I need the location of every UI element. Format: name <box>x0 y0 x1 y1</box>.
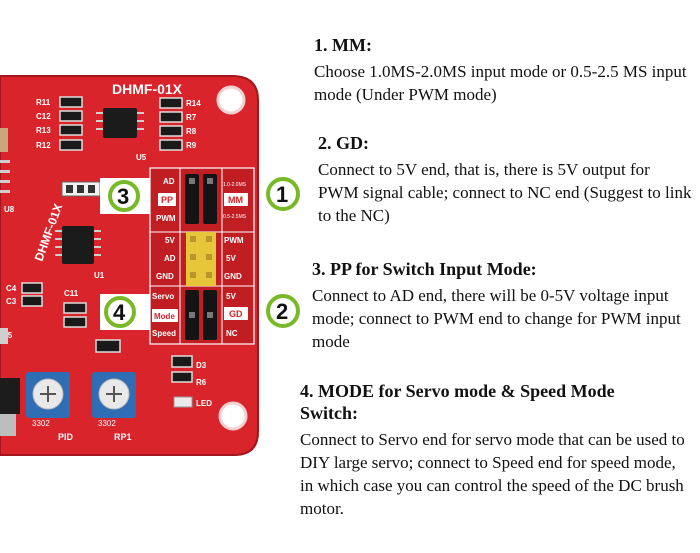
label-led: LED <box>196 399 212 408</box>
label-u1: U1 <box>94 271 105 280</box>
label-r12: R12 <box>36 141 51 150</box>
callout-3-number: 3 <box>117 184 129 209</box>
label-c3: C3 <box>6 297 17 306</box>
trim-code-pid: 3302 <box>32 419 50 428</box>
jumper-pp <box>185 174 199 224</box>
label-r11: R11 <box>36 98 51 107</box>
chip-u1 <box>62 226 94 264</box>
section-mm: 1. MM: Choose 1.0MS-2.0MS input mode or … <box>314 34 694 106</box>
silk-mm: MM <box>228 195 243 205</box>
silk-right-5v: 5V <box>226 254 236 263</box>
silk-ad-top: AD <box>163 177 175 186</box>
label-d3: D3 <box>196 361 207 370</box>
silk-servo: Servo <box>152 292 174 301</box>
label-r9: R9 <box>186 141 197 150</box>
silk-pwm-top: PWM <box>156 214 176 223</box>
label-c11: C11 <box>64 289 79 298</box>
callout-3-badge <box>108 180 140 212</box>
section-gd: 2. GD: Connect to 5V end, that is, there… <box>318 132 694 227</box>
resistor-group-left: R11 C12 R13 R12 <box>36 98 51 150</box>
silk-speed: Speed <box>152 329 176 338</box>
section-mode-body: Connect to Servo end for servo mode that… <box>300 430 685 518</box>
section-mode-heading: 4. MODE for Servo mode & Speed Mode Swit… <box>300 381 615 423</box>
callout-4-number: 4 <box>113 300 126 325</box>
label-r7: R7 <box>186 113 197 122</box>
section-pp-body: Connect to AD end, there will be 0-5V vo… <box>312 286 681 351</box>
label-c4: C4 <box>6 284 17 293</box>
silk-left-gnd: GND <box>156 272 174 281</box>
callout-2-badge <box>266 294 300 328</box>
silk-right-pwm: PWM <box>224 236 244 245</box>
label-u5: U5 <box>136 153 147 162</box>
mounting-hole-top <box>216 85 246 115</box>
silk-right-gnd: GND <box>224 272 242 281</box>
silk-gd: GD <box>229 309 243 319</box>
silk-mode: Mode <box>154 312 175 321</box>
chip-u5 <box>103 108 137 138</box>
silk-pp: PP <box>161 195 173 205</box>
silk-ms-top: 1.0-2.0MS <box>223 182 247 188</box>
section-gd-heading: 2. GD: <box>318 133 369 153</box>
silk-left-5v: 5V <box>165 236 175 245</box>
section-mode: 4. MODE for Servo mode & Speed Mode Swit… <box>300 380 690 520</box>
section-pp-heading: 3. PP for Switch Input Mode: <box>312 259 537 279</box>
label-pid: PID <box>58 432 74 442</box>
label-r8: R8 <box>186 127 197 136</box>
jumper-mm <box>203 174 217 224</box>
label-u8: U8 <box>4 205 15 214</box>
label-r6: R6 <box>196 378 207 387</box>
pcb-board-photo: DHMF-01X R11 C12 R13 R12 U5 R14 R7 R8 R9… <box>0 75 300 456</box>
callout-1-number: 1 <box>276 182 288 207</box>
callout-4-badge <box>104 296 136 328</box>
callout-2-number: 2 <box>276 299 288 324</box>
label-r13: R13 <box>36 126 51 135</box>
board-title: DHMF-01X <box>112 81 183 97</box>
label-c12: C12 <box>36 112 51 121</box>
trim-code-rp1: 3302 <box>98 419 116 428</box>
section-mm-heading: 1. MM: <box>314 35 372 55</box>
silk-left-ad: AD <box>164 254 176 263</box>
callout-1-badge <box>266 177 300 211</box>
silk-ms-bottom: 0.5-2.5MS <box>223 214 247 220</box>
silk-nc: NC <box>226 329 238 338</box>
section-gd-body: Connect to 5V end, that is, there is 5V … <box>318 160 692 225</box>
label-rp1: RP1 <box>114 432 132 442</box>
section-mm-body: Choose 1.0MS-2.0MS input mode or 0.5-2.5… <box>314 62 687 104</box>
label-r14: R14 <box>186 99 201 108</box>
section-pp: 3. PP for Switch Input Mode: Connect to … <box>312 258 698 353</box>
silk-right-5v-b: 5V <box>226 292 236 301</box>
mounting-hole-bottom <box>218 401 248 431</box>
